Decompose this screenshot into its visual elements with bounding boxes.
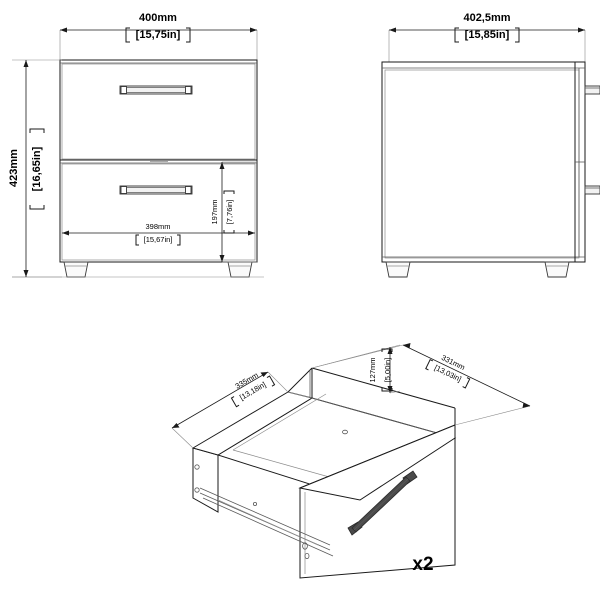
front-left-foot <box>63 261 89 278</box>
side-right-foot <box>544 261 570 278</box>
front-width-in-bracket <box>125 27 191 43</box>
front-lower-drawer-handle <box>119 185 193 195</box>
front-drawer-height-in-label: [7,76in] <box>225 200 234 225</box>
front-height-in-label: [16,65in] <box>31 146 43 191</box>
drawer-height-in-bracket <box>381 348 393 392</box>
front-drawer-height-in-bracket <box>223 190 235 234</box>
front-right-foot <box>227 261 253 278</box>
drawer-isometric-view: 335mm [13,18in] 331mm [13,03in] 127mm [5… <box>171 343 531 579</box>
front-upper-drawer-handle <box>119 85 193 95</box>
front-inner-width-in-bracket <box>135 234 181 246</box>
drawer-height-in-label: [5,00in] <box>383 358 392 383</box>
drawer-runner-rails <box>199 487 334 557</box>
side-depth-dimension-line <box>389 27 585 33</box>
side-depth-in-label: [15,85in] <box>465 29 510 41</box>
side-depth-in-bracket <box>454 27 520 43</box>
drawer-depth-in-bracket <box>425 358 471 389</box>
front-height-mm-label: 423mm <box>8 149 20 187</box>
side-upper-drawer-handle <box>584 85 600 95</box>
drawer-front-panel-top-edge <box>298 424 456 501</box>
drawer-width-dimension-line <box>171 371 289 449</box>
front-height-dimension-line <box>23 60 29 277</box>
drawer-left-side-panel <box>192 447 219 513</box>
front-drawer-height-mm-label: 197mm <box>210 199 219 224</box>
front-width-mm-label: 400mm <box>139 12 177 24</box>
front-height-in-bracket <box>29 128 45 210</box>
front-width-in-label: [15,75in] <box>136 29 181 41</box>
side-left-foot <box>385 261 411 278</box>
front-inner-width-in-label: [15,67in] <box>144 235 173 244</box>
front-lower-drawer-face <box>61 163 256 261</box>
drawer-back-wall-top-edge <box>288 368 312 398</box>
drawer-quantity-label: x2 <box>412 554 433 575</box>
front-upper-drawer-face <box>61 63 256 160</box>
front-elevation-view: 400mm [15,75in] 423mm [16,65in] 398mm [1… <box>8 12 264 278</box>
side-elevation-view: 402,5mm [15,85in] <box>381 12 600 278</box>
front-inner-width-mm-label: 398mm <box>145 222 170 231</box>
front-width-dimension-line <box>60 27 257 33</box>
front-width-extension-lines <box>59 30 258 60</box>
drawer-height-mm-label: 127mm <box>368 357 377 382</box>
side-cabinet-body <box>381 61 586 263</box>
front-inner-width-dimension-line <box>62 230 255 236</box>
drawer-front-handle <box>347 470 418 536</box>
drawer-screw-holes <box>194 464 310 560</box>
side-depth-mm-label: 402,5mm <box>463 12 510 24</box>
side-lower-drawer-handle <box>584 185 600 195</box>
drawer-base-hole <box>342 429 348 435</box>
drawer-height-dimension-line <box>311 344 401 394</box>
front-height-extension-lines <box>12 59 62 278</box>
drawer-width-in-bracket <box>230 375 276 408</box>
front-drawer-height-dimension-line <box>219 161 258 263</box>
front-drawer-divider <box>60 160 257 164</box>
drawer-rear-right-wall <box>312 368 455 439</box>
side-depth-extension-lines <box>388 30 586 62</box>
